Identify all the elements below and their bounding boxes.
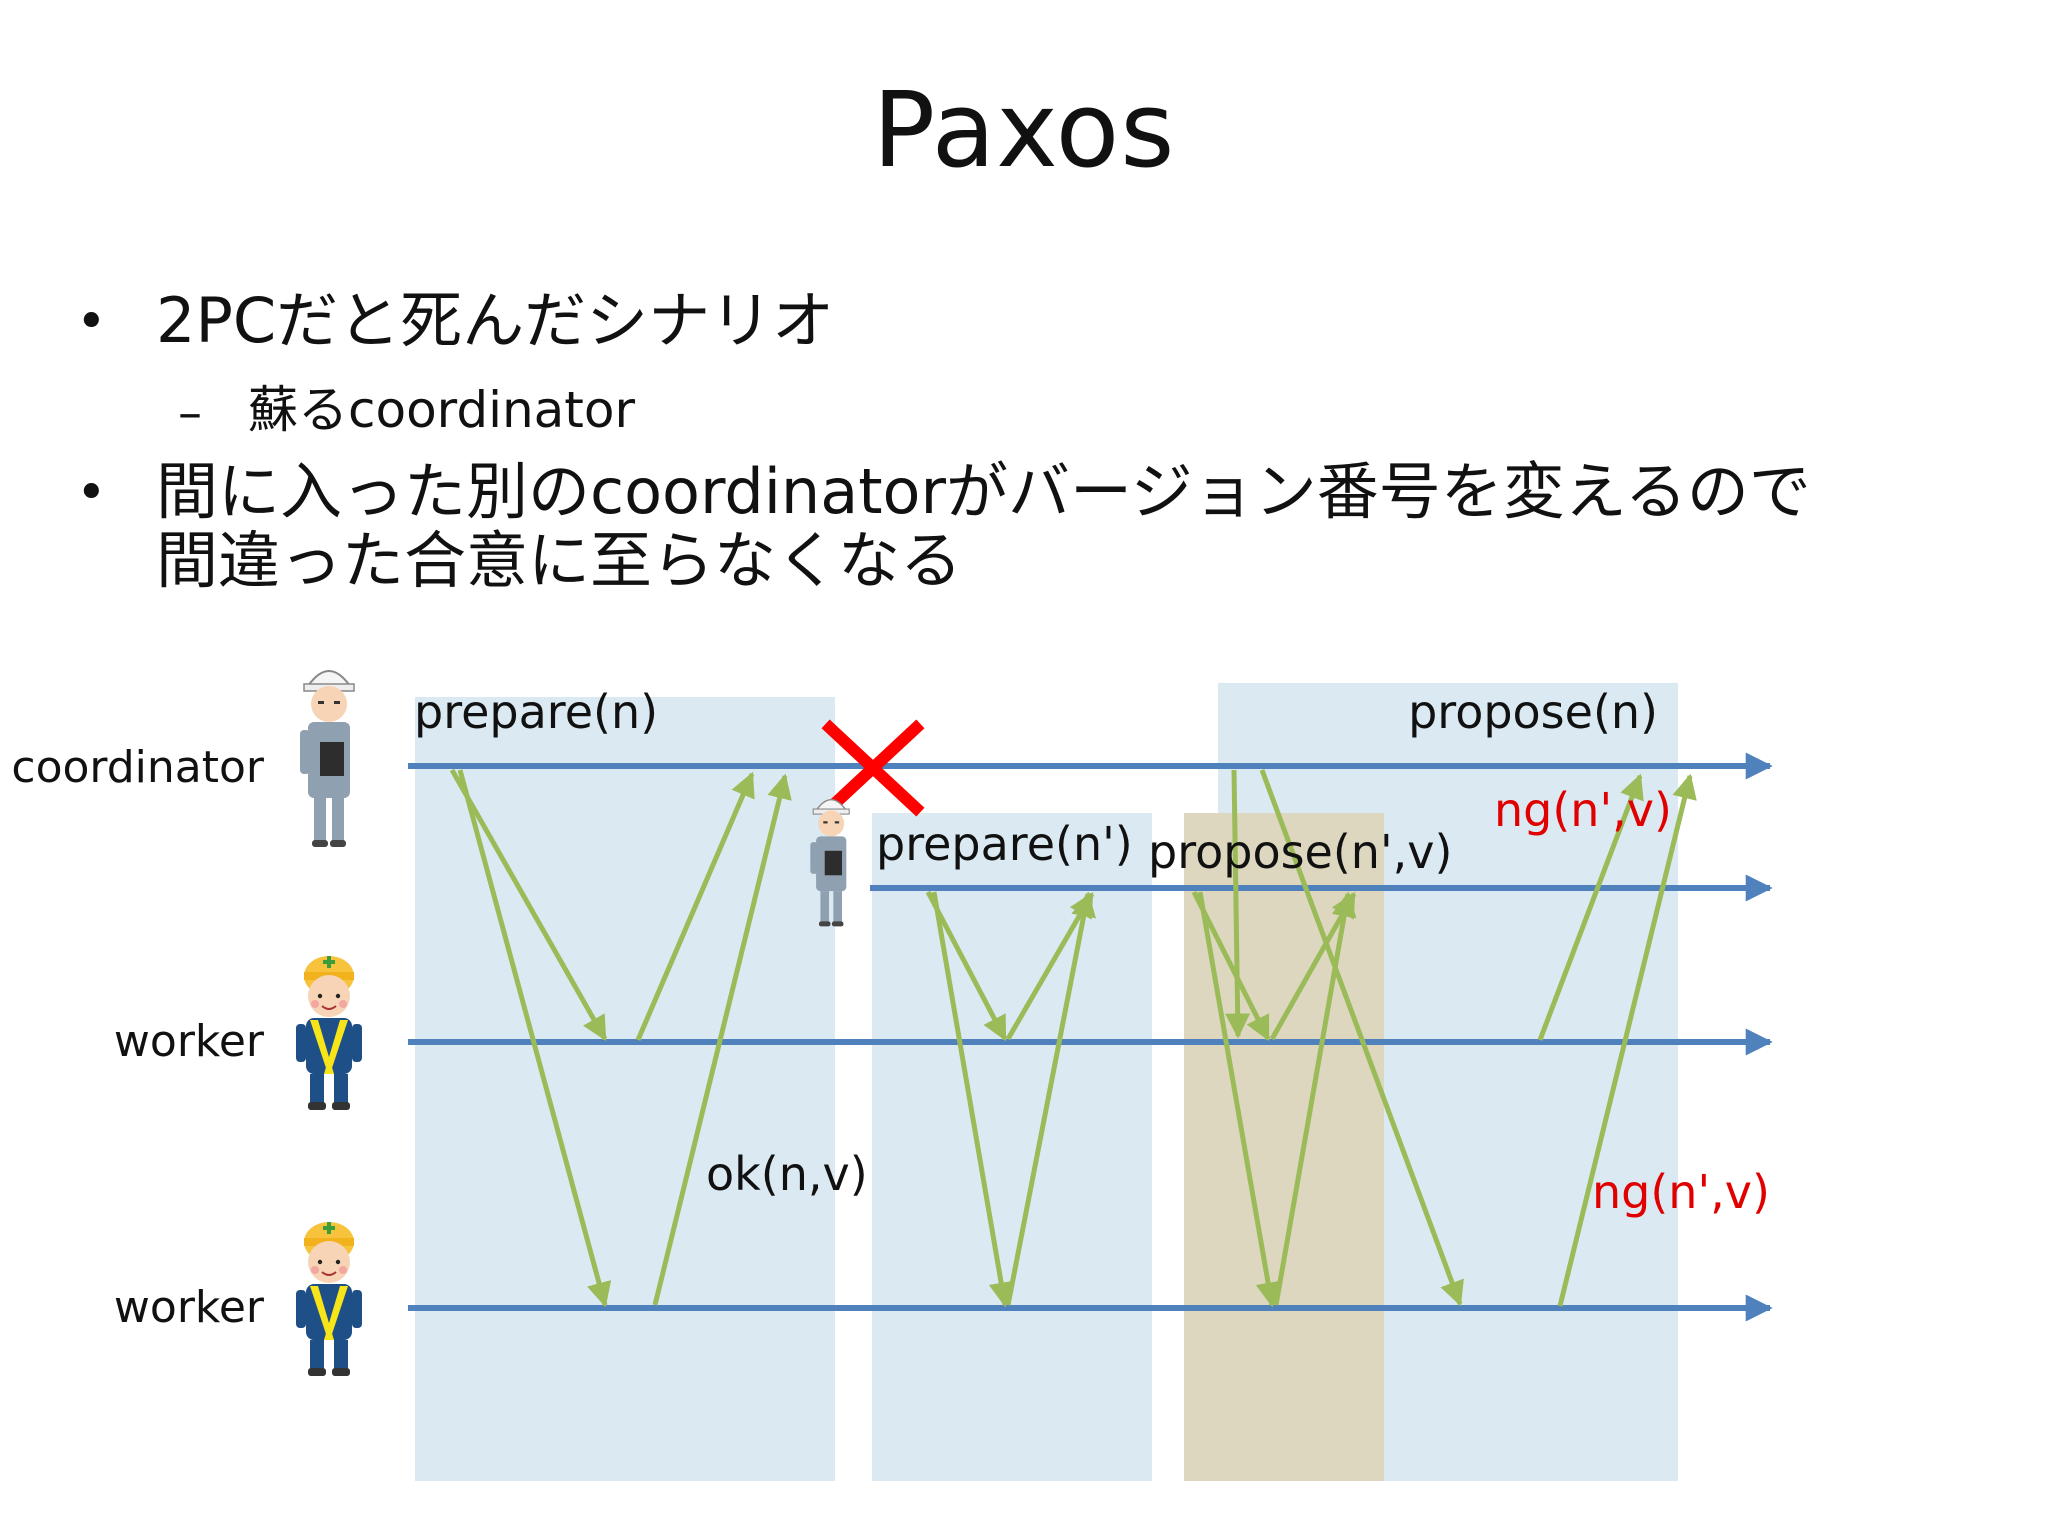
ok-nv-label: ok(n,v) [706,1147,868,1201]
msg-prepare-n2-to-worker-1 [925,890,1008,1042]
propose-n2v-label: propose(n',v) [1148,825,1452,879]
msg-prepare-n-to-worker-1 [449,768,608,1042]
msg-propose-n2v-to-worker-2 [1197,891,1281,1308]
bullet-2-line-2: 間違った合意に至らなくなる [156,524,963,597]
msg-ng-worker-2 [1557,773,1697,1307]
worker-2-label: worker [114,1282,265,1333]
phase-propose-n2v-panel [1184,813,1384,1481]
sub-bullet-1-text: 蘇るcoordinator [248,381,636,439]
failure-x-icon [821,719,925,817]
sub-bullet-marker: – [178,385,202,441]
ng-bottom-label: ng(n',v) [1592,1165,1770,1219]
bullet-1-text: 2PCだと死んだシナリオ [156,284,835,357]
prepare-n-label: prepare(n) [414,685,658,739]
worker-1-icon [295,955,363,1111]
msg-prepare-n-to-worker-2 [457,769,612,1308]
coordinator-icon [299,670,355,848]
msg-ok-worker-1 [635,771,755,1041]
msg-ng-worker-1 [1537,773,1644,1041]
bullet-marker: • [76,463,107,523]
msg-ok-nv-worker-2 [652,773,792,1306]
coordinator-label: coordinator [11,742,265,793]
ng-top-label: ng(n',v) [1494,783,1672,837]
prepare-n2-label: prepare(n') [876,817,1133,871]
msg-prepare-n2-to-worker-2 [931,891,1014,1308]
worker-2-icon [295,1221,363,1377]
propose-n-label: propose(n) [1408,685,1658,739]
message-arrows [449,768,1697,1308]
bullet-2-line-1: 間に入った別のcoordinatorがバージョン番号を変えるので [156,455,1811,528]
msg-propose-n-to-worker-2 [1259,769,1464,1307]
phase-prepare-n2-panel [872,813,1152,1481]
slide-title: Paxos [872,69,1176,191]
bullet-marker: • [76,292,107,352]
bullet-list: • 2PCだと死んだシナリオ – 蘇るcoordinator • 間に入った別の… [0,0,2048,640]
msg-ok-n2-worker-2 [1005,891,1096,1306]
worker-1-label: worker [114,1016,265,1067]
msg-propose-n-to-worker-1 [1225,769,1251,1039]
